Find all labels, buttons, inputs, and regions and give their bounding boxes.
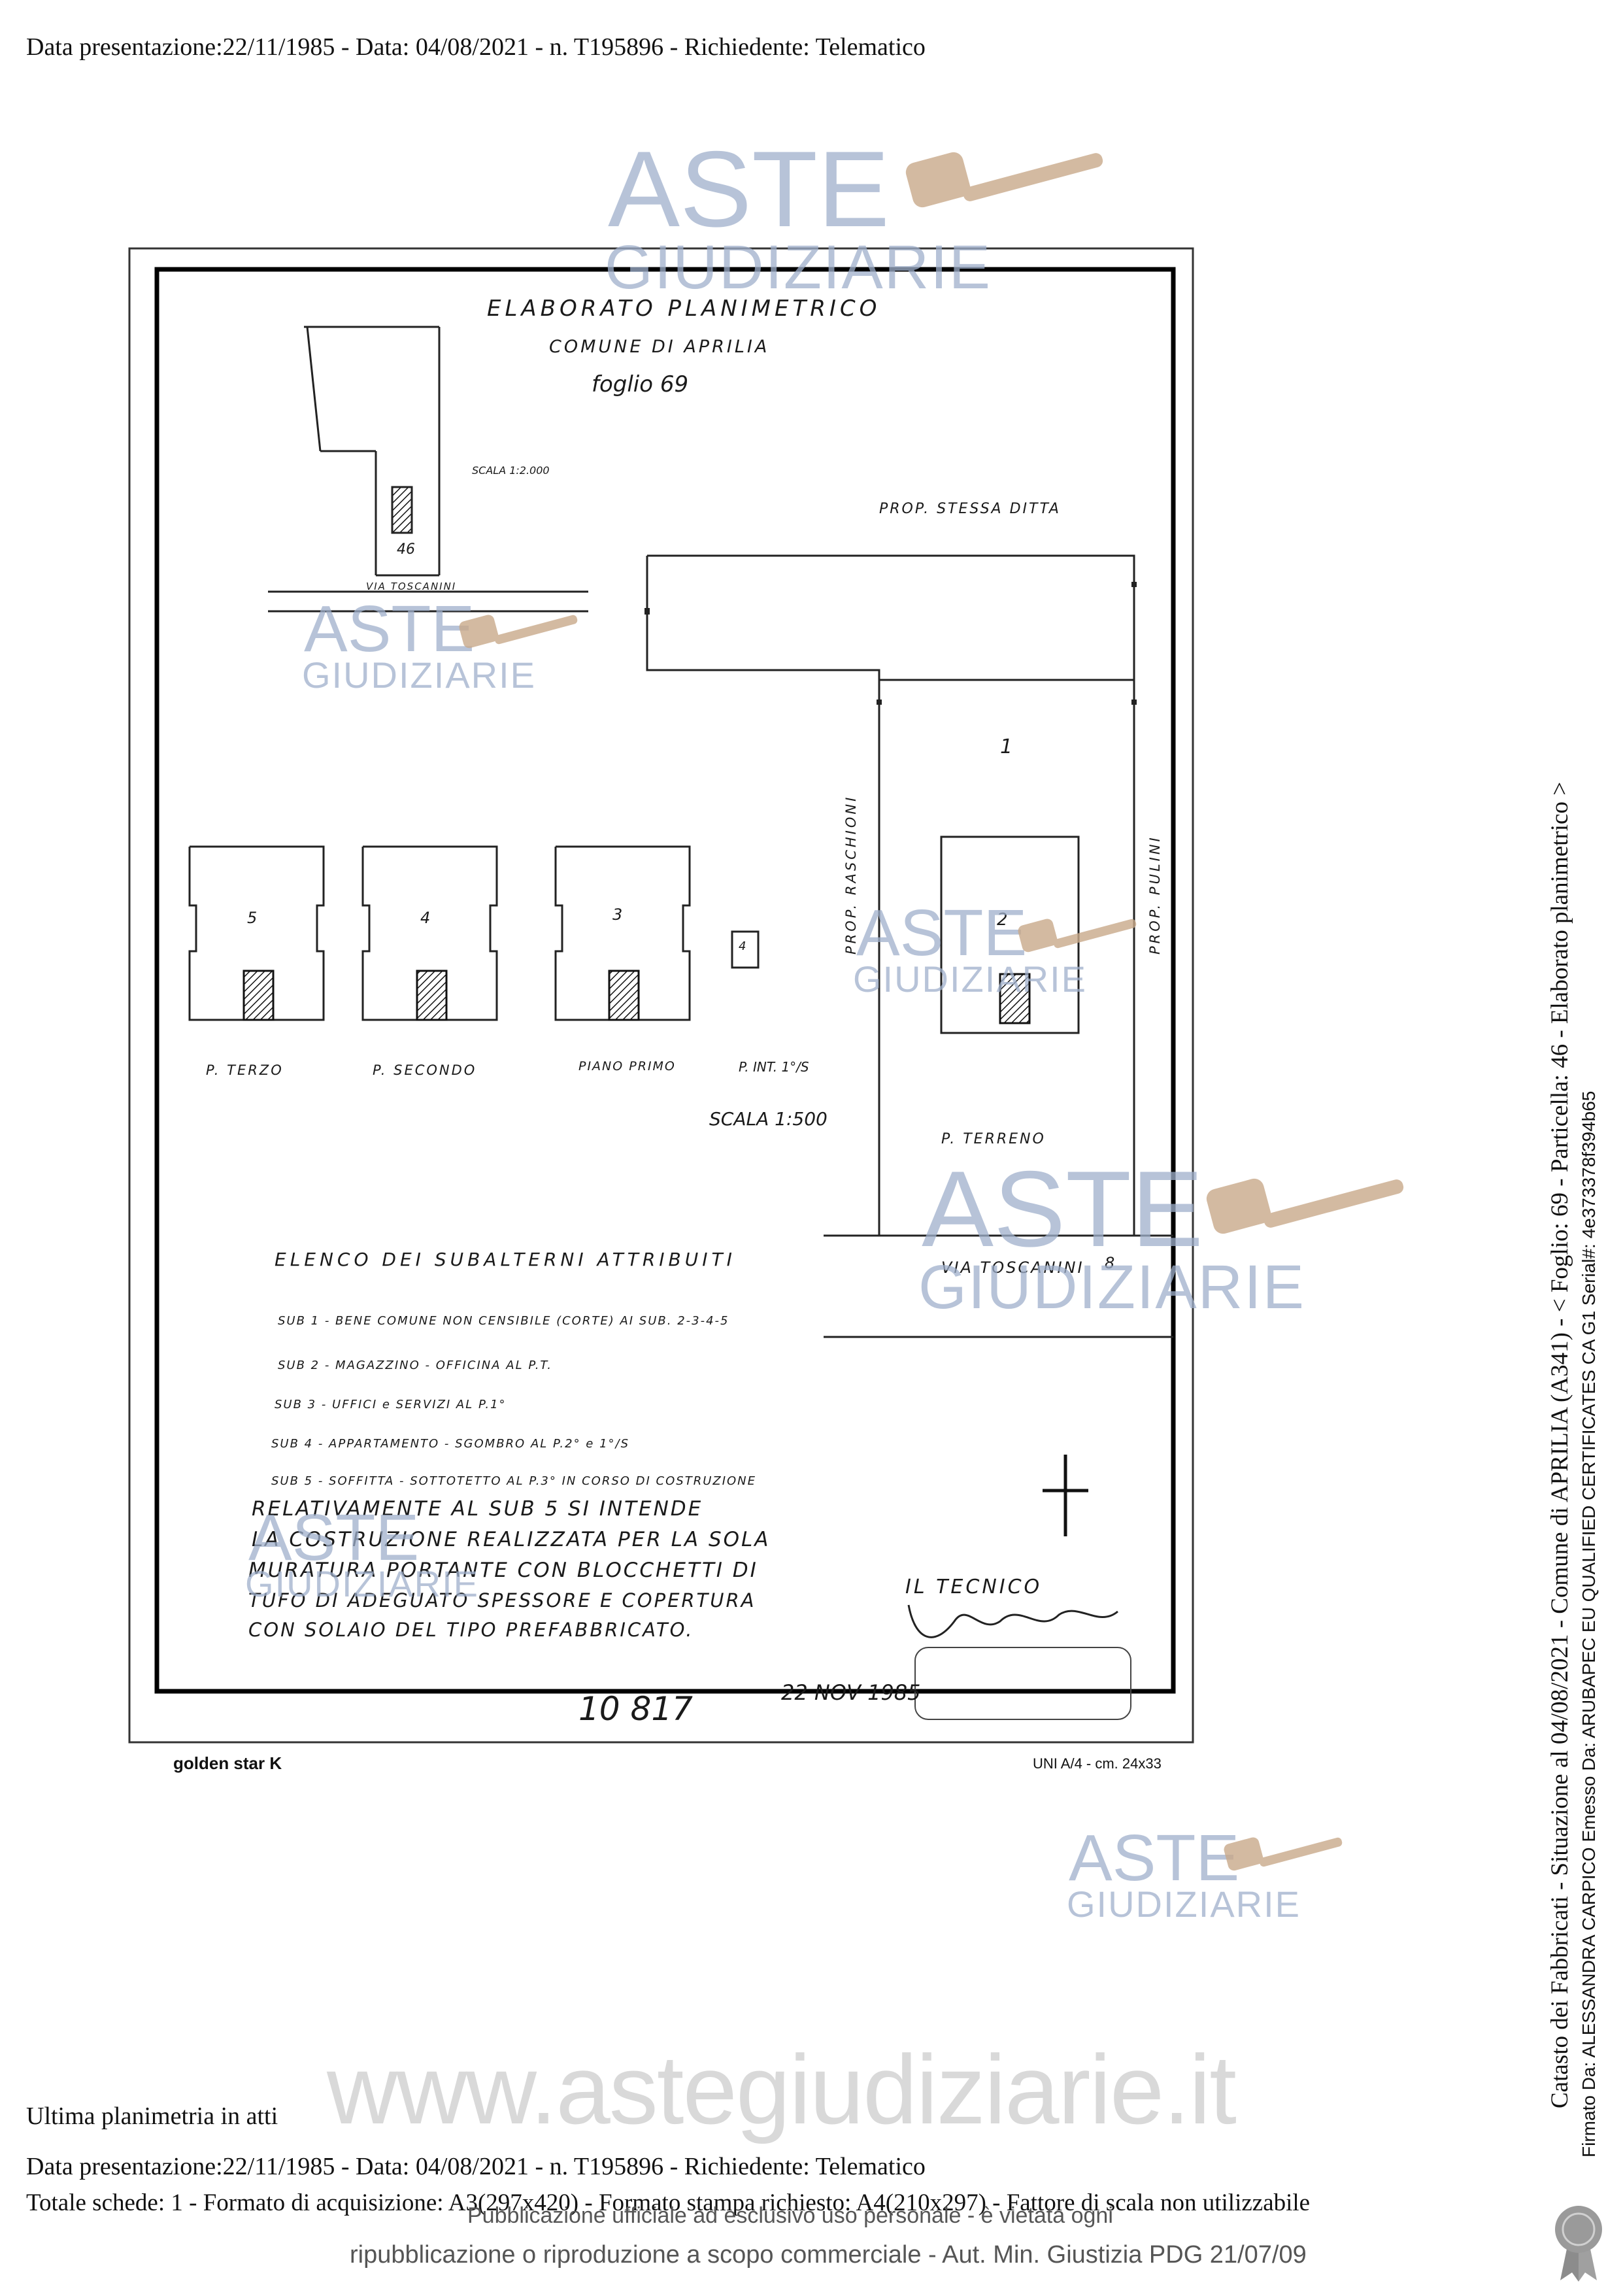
floor-units [188,845,760,1021]
floor-label: P. INT. 1°/S [739,1059,809,1075]
floor-label: P. SECONDO [373,1062,477,1078]
unit-number: 5 [247,909,258,927]
particella-number: 46 [397,541,415,558]
sub-list-item: SUB 1 - BENE COMUNE NON CENSIBILE (CORTE… [278,1314,729,1328]
gavel-icon [1203,1157,1412,1255]
note-line: CON SOLAIO DEL TIPO PREFABBRICATO. [248,1619,694,1641]
protocol-number: 10 817 [578,1690,693,1728]
sub-list-item: SUB 4 - APPARTAMENTO - SGOMBRO AL P.2° e… [271,1437,630,1451]
prop-top-label: PROP. STESSA DITTA [879,501,1061,517]
street-main-label: VIA TOSCANINI [941,1258,1084,1277]
unit-number: 2 [997,910,1008,930]
note-line: RELATIVAMENTE AL SUB 5 SI INTENDE [252,1497,703,1521]
street-number: 8 [1105,1254,1115,1272]
watermark-brand: ASTE [608,129,890,249]
floor-label: P. TERRENO [941,1131,1046,1147]
watermark-notice-1: Pubblicazione ufficiale ad esclusivo uso… [467,2203,1113,2228]
footer-line-1: Data presentazione:22/11/1985 - Data: 04… [26,2153,926,2180]
note-line: LA COSTRUZIONE REALIZZATA PER LA SOLA [252,1528,771,1551]
certificate-seal-icon [1552,2203,1605,2282]
scale-small-label: SCALA 1:2.000 [472,464,550,477]
unit-number: 3 [612,905,623,924]
note-line: TUFO DI ADEGUATO SPESSORE E COPERTURA [248,1589,756,1612]
watermark-brand-sub: GIUDIZIARIE [918,1253,1306,1322]
watermark-brand: ASTE [248,1501,420,1574]
paper-brand: golden star K [173,1753,282,1773]
street-small-label: VIA TOSCANINI [366,581,457,592]
gavel-icon [458,601,582,660]
sub-list-item: SUB 2 - MAGAZZINO - OFFICINA AL P.T. [278,1359,553,1372]
drawing-title: ELABORATO PLANIMETRICO [487,295,881,322]
watermark-url: www.astegiudiziarie.it [327,2034,1237,2144]
gavel-icon [902,131,1111,229]
watermark-brand-sub: GIUDIZIARIE [853,958,1088,1000]
sub-area-number: 1 [1000,735,1013,758]
footer-ultima: Ultima planimetria in atti [26,2102,278,2130]
sub-list-item: SUB 5 - SOFFITTA - SOTTOTETTO AL P.3° IN… [271,1474,757,1488]
subalterni-list-title: ELENCO DEI SUBALTERNI ATTRIBUITI [275,1249,736,1270]
watermark-brand: ASTE [1069,1821,1240,1895]
north-arrow-icon [1043,1455,1088,1536]
unit-number: 4 [420,909,431,927]
note-line: MURATURA PORTANTE CON BLOCCHETTI DI [248,1559,758,1582]
signature-label: IL TECNICO [905,1576,1043,1598]
site-plan [644,554,1173,1338]
location-map [268,326,588,613]
sheet-inner-border [154,267,1176,1694]
foglio-label: foglio 69 [592,371,689,397]
unit-number: 4 [739,939,746,953]
prop-right-label: PROP. PULINI [1147,835,1163,954]
scale-main-label: SCALA 1:500 [709,1108,828,1130]
watermark-brand: ASTE [922,1149,1203,1269]
watermark-brand: ASTE [304,592,475,666]
comune-label: COMUNE DI APRILIA [549,337,770,357]
watermark-brand-sub: GIUDIZIARIE [1067,1883,1301,1925]
watermark-notice-2: ripubblicazione o riproduzione a scopo c… [350,2241,1307,2269]
sidebar-catasto-text: Catasto dei Fabbricati - Situazione al 0… [1547,781,1573,2108]
watermark-brand-sub: GIUDIZIARIE [605,233,992,302]
stamp-date: 22 NOV 1985 [781,1680,921,1705]
floor-label: PIANO PRIMO [578,1059,676,1073]
stamp-scribble [914,1647,1131,1720]
header-line: Data presentazione:22/11/1985 - Data: 04… [26,33,926,61]
gavel-icon [1222,1824,1347,1883]
floor-label: P. TERZO [206,1062,284,1078]
watermark-brand-sub: GIUDIZIARIE [302,654,537,696]
footer-line-2: Totale schede: 1 - Formato di acquisizio… [26,2189,1311,2216]
watermark-brand: ASTE [856,896,1028,970]
sub-list-item: SUB 3 - UFFICI e SERVIZI AL P.1° [275,1398,507,1411]
watermark-brand-sub: GIUDIZIARIE [245,1563,480,1604]
signature-scribble [907,1604,1118,1638]
paper-format: UNI A/4 - cm. 24x33 [1033,1755,1162,1772]
sheet-outer-border [128,247,1194,1744]
sidebar-signature-text: Firmato Da: ALESSANDRA CARPICO Emesso Da… [1579,1090,1599,2157]
gavel-icon [1016,905,1141,964]
